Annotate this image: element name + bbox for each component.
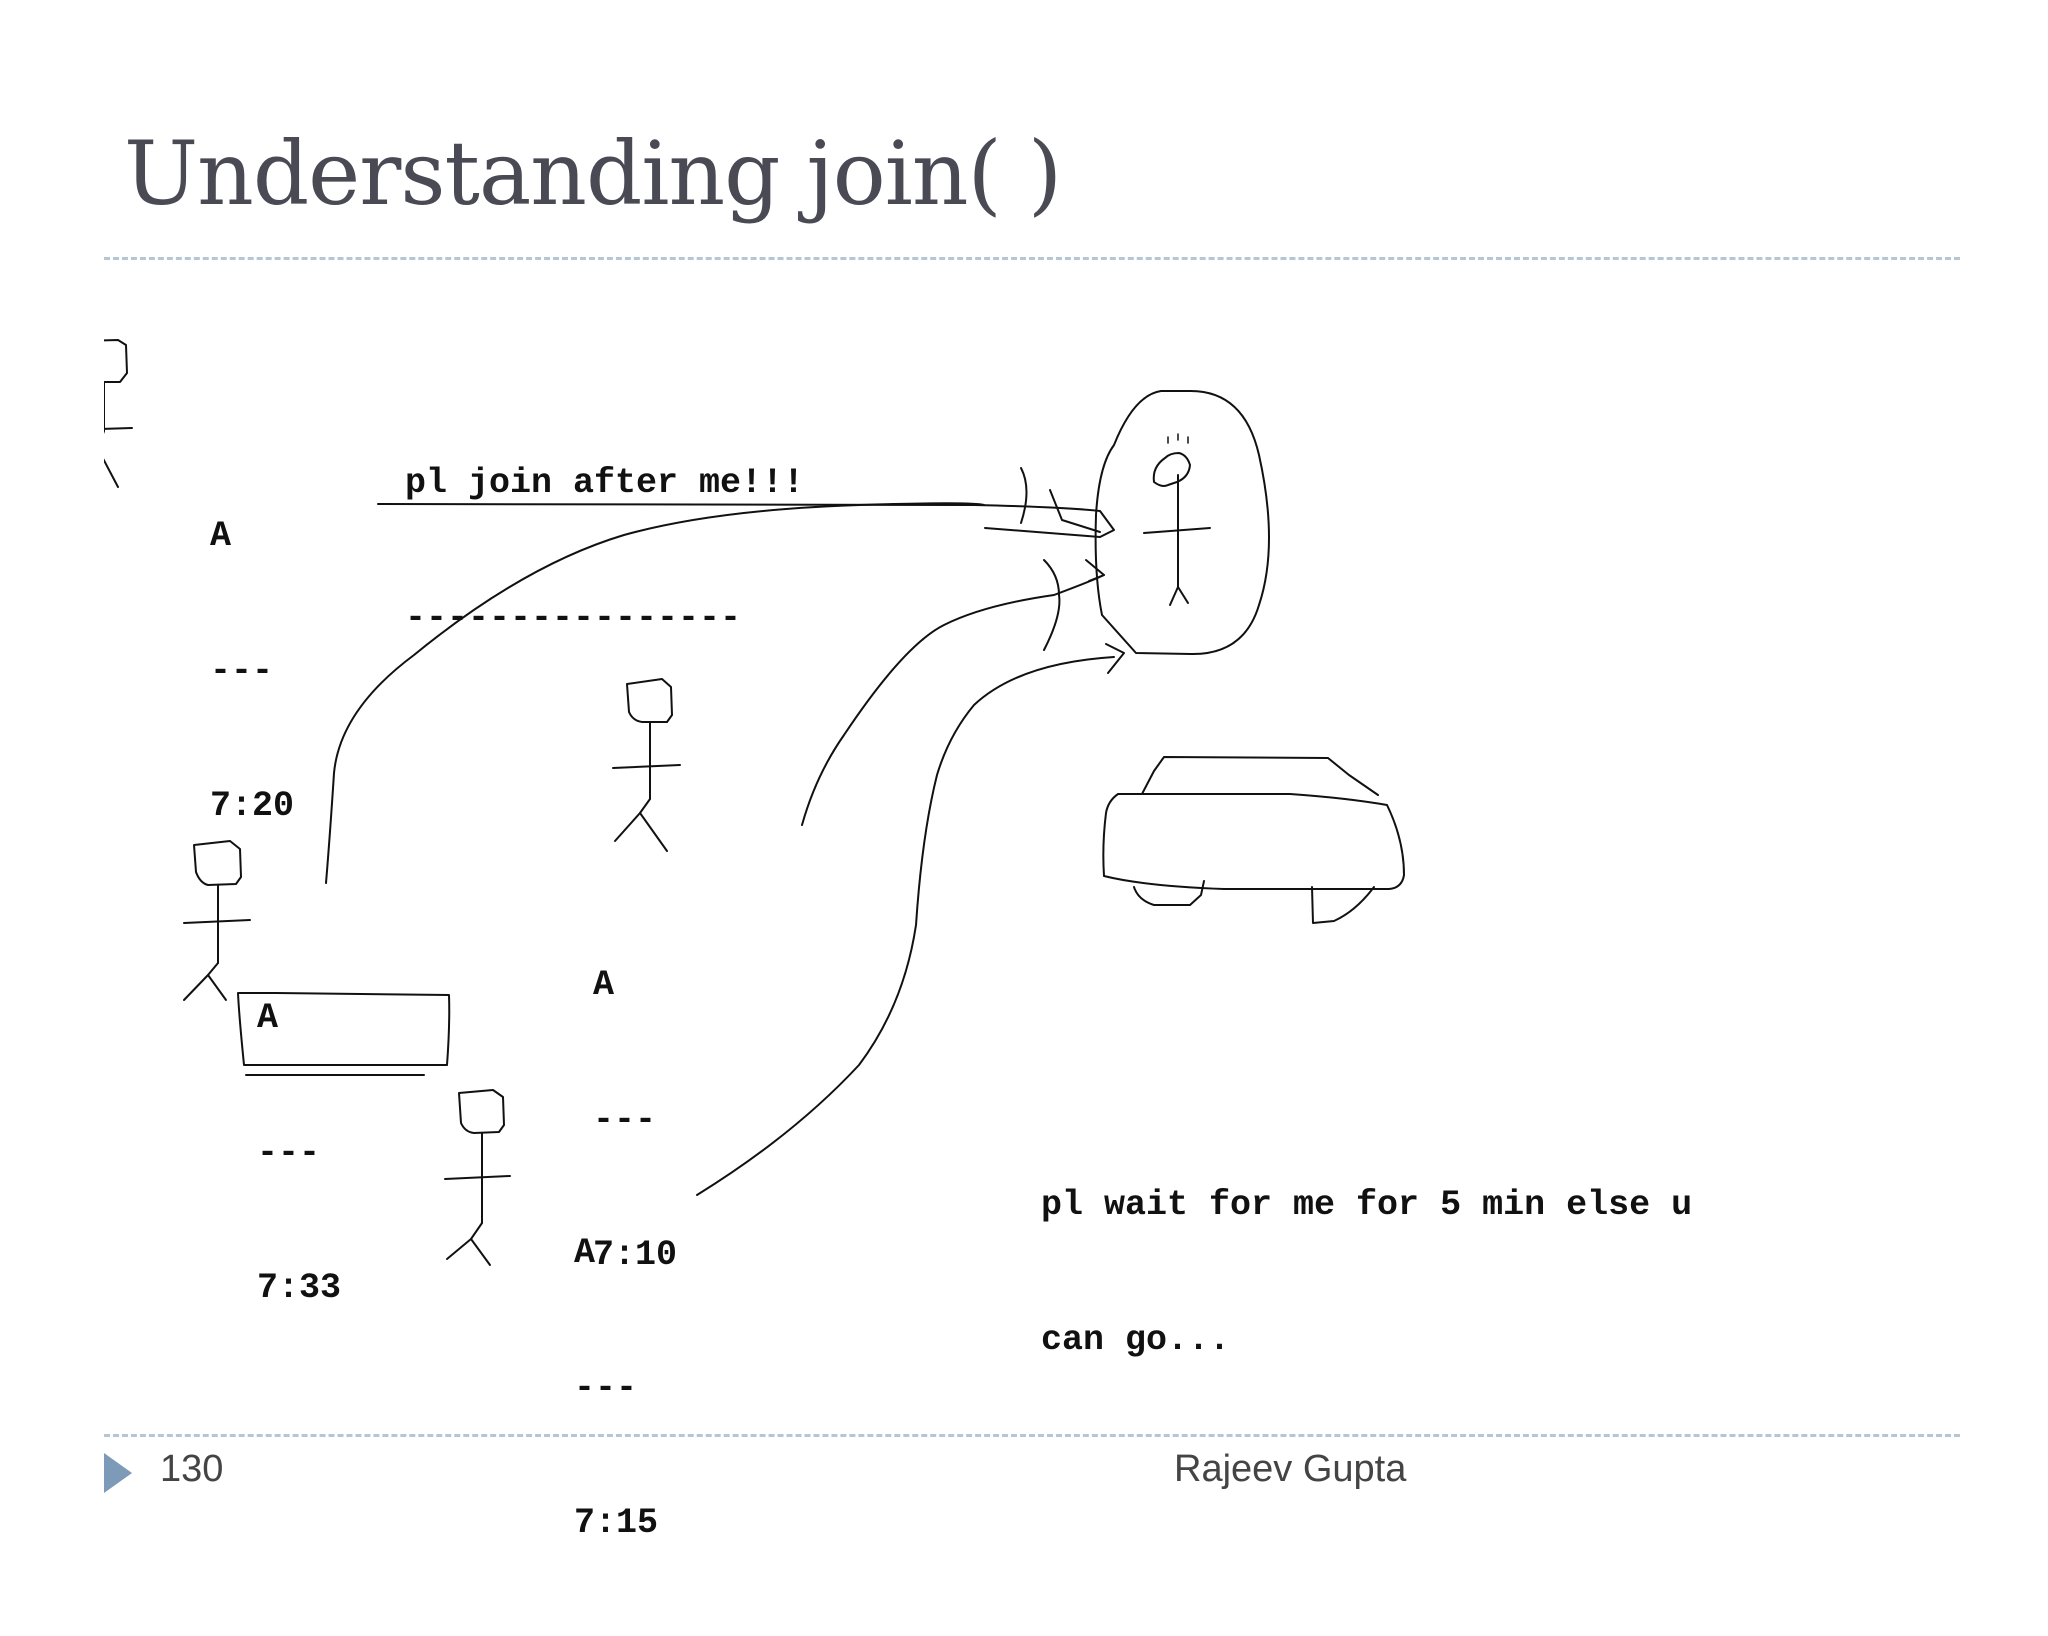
person-time: 7:10 [593, 1235, 678, 1275]
person-label: A [257, 998, 279, 1038]
speech-text-join-after-me: pl join after me!!! ---------------- [405, 371, 804, 731]
stick-figure-2 [183, 840, 251, 1001]
hand-drawn-sketch: pl join after me!!! ---------------- A -… [104, 275, 1960, 1543]
speech-underline: ---------------- [405, 598, 742, 638]
person-2-label: A --- 7:33 [257, 906, 341, 1401]
person-dash: --- [210, 651, 274, 691]
title-divider [104, 257, 1960, 260]
waiting-stick-figure [1143, 433, 1211, 606]
person-time: 7:33 [257, 1268, 342, 1308]
person-dash: --- [574, 1368, 638, 1408]
speech-line-1: pl join after me!!! [405, 463, 805, 503]
person-label: A [210, 516, 232, 556]
speech-text-wait-for-me: pl wait for me for 5 min else u can go..… [1041, 1093, 1692, 1453]
stick-figure-3 [612, 678, 681, 852]
person-3-label: A --- 7:10 [593, 873, 677, 1368]
slide-title: Understanding join( ) [124, 122, 1062, 225]
person-label: A [593, 965, 615, 1005]
person-1-label: A --- 7:20 [210, 424, 294, 919]
person-label: A [574, 1233, 596, 1273]
highlight-box [237, 992, 451, 1066]
stick-figure-4 [444, 1089, 511, 1266]
speech-line-1: pl wait for me for 5 min else u [1041, 1185, 1693, 1225]
person-4-label: A --- 7:15 [574, 1141, 658, 1636]
car-sketch [1102, 756, 1405, 924]
stick-figure-1 [104, 339, 133, 488]
person-dash: --- [257, 1133, 321, 1173]
page-number: 130 [160, 1448, 224, 1490]
person-time: 7:20 [210, 786, 295, 826]
destination-oval [1094, 389, 1270, 656]
person-time: 7:15 [574, 1503, 659, 1543]
author-name: Rajeev Gupta [1174, 1448, 1407, 1490]
footer-divider [104, 1434, 1960, 1437]
speech-line-2: can go... [1041, 1320, 1231, 1360]
person-dash: --- [593, 1100, 657, 1140]
footer-triangle-icon [104, 1453, 132, 1493]
